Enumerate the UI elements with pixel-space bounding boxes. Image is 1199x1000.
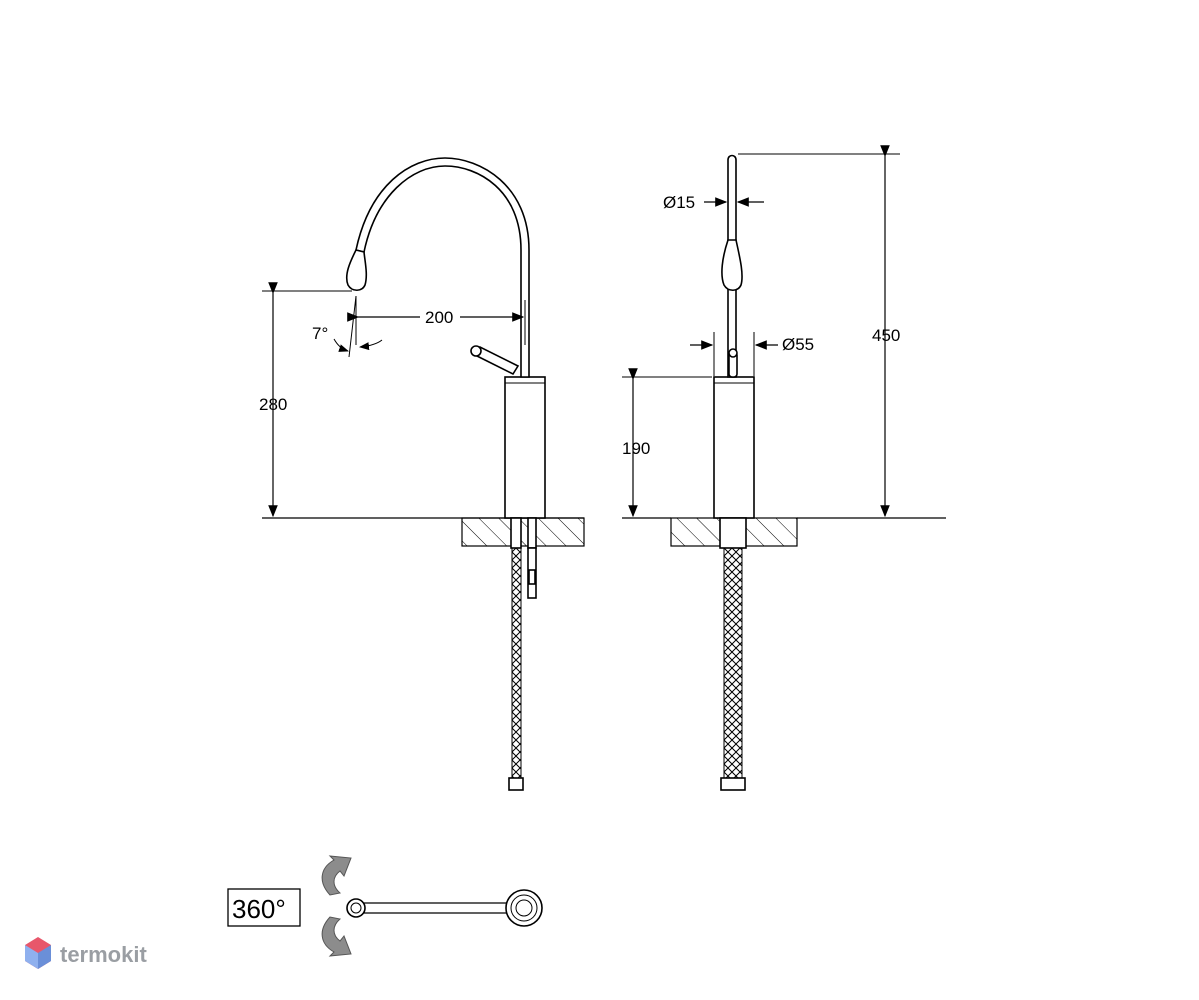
front-view bbox=[262, 157, 585, 791]
dim-spout-reach: 200 bbox=[425, 308, 453, 327]
dim-total-height: 450 bbox=[872, 326, 900, 345]
supply-hose-front bbox=[511, 547, 522, 779]
logo-brand-name: termokit bbox=[60, 942, 147, 967]
spout-head-front bbox=[345, 249, 368, 292]
dim-body-diameter: Ø55 bbox=[782, 335, 814, 354]
rotation-label-box bbox=[227, 888, 301, 927]
rotate-up-arrow-icon bbox=[321, 855, 352, 896]
spout-head-side bbox=[721, 239, 743, 292]
dim-spout-height: 280 bbox=[259, 395, 287, 414]
dim-spout-diameter: Ø15 bbox=[663, 193, 695, 212]
countertop-section-front bbox=[461, 517, 585, 547]
termokit-logo: termokit bbox=[25, 937, 147, 969]
dim-body-height: 190 bbox=[622, 439, 650, 458]
rotation-diagram: 360° bbox=[227, 855, 543, 957]
faucet-body-side bbox=[713, 376, 755, 519]
supply-hose-side bbox=[723, 547, 743, 779]
spout-front bbox=[355, 157, 530, 378]
rotate-down-arrow-icon bbox=[321, 916, 352, 957]
side-view bbox=[622, 145, 946, 791]
dim-spout-angle: 7° bbox=[312, 324, 328, 343]
faucet-body-front bbox=[504, 376, 546, 519]
rotation-label: 360° bbox=[232, 894, 286, 924]
